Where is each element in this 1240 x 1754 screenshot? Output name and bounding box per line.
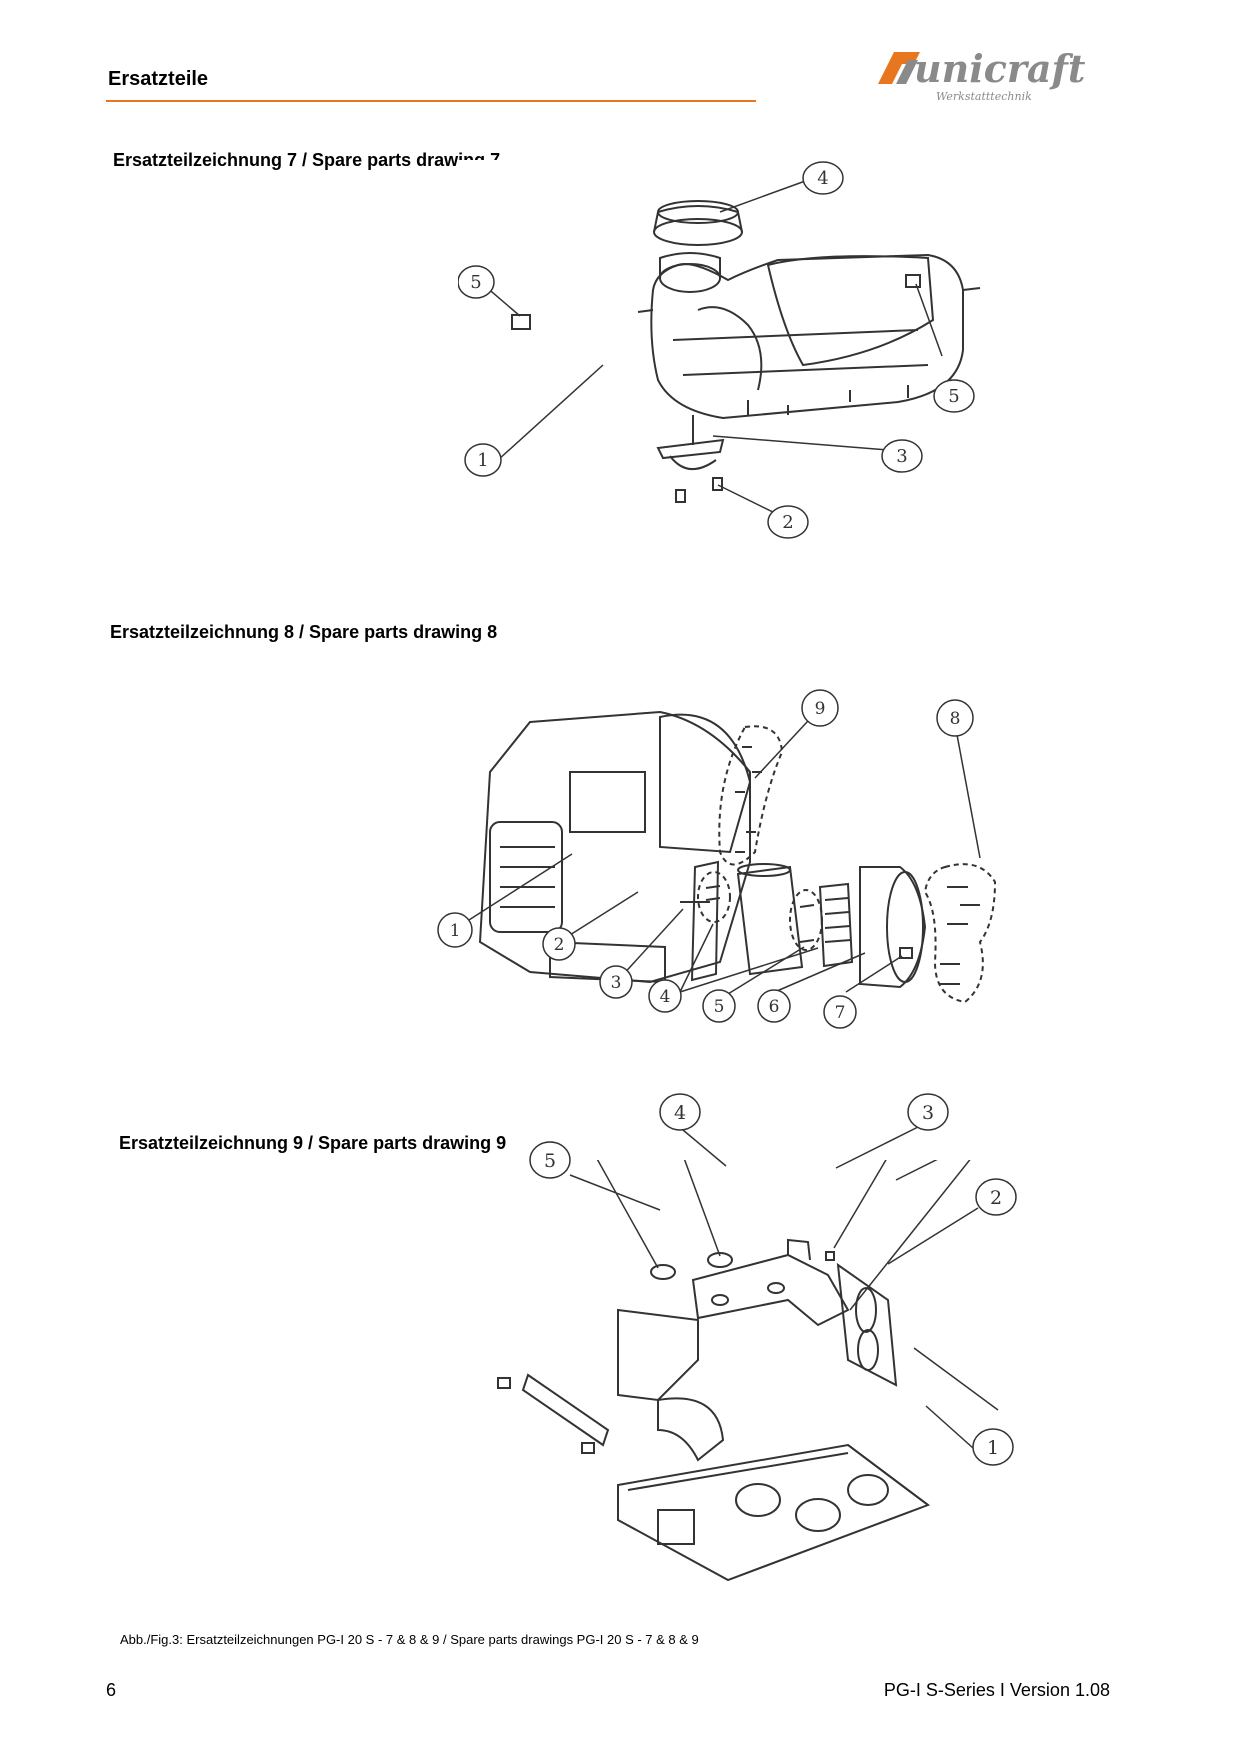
callout-label: 5	[470, 272, 481, 293]
callout-label: 1	[477, 450, 488, 471]
logo-wordmark: unicraft	[914, 46, 1086, 91]
callout-label: 5	[948, 386, 959, 407]
callout-label: 9	[815, 699, 826, 719]
callout-label: 1	[987, 1437, 999, 1459]
figure-caption: Abb./Fig.3: Ersatzteilzeichnungen PG-I 2…	[120, 1632, 699, 1647]
callout-label: 2	[990, 1187, 1002, 1209]
page-number: 6	[106, 1680, 117, 1700]
spare-parts-drawing-9	[458, 1160, 1118, 1620]
drawing-9-callouts: 4 3 5 2 1	[529, 1093, 1017, 1466]
section-title-drawing-8: Ersatzteilzeichnung 8 / Spare parts draw…	[110, 622, 498, 642]
page-header-title: Ersatzteile	[108, 68, 209, 90]
callout-label: 2	[554, 935, 565, 955]
callout-label: 8	[950, 709, 961, 729]
callout-label: 2	[782, 512, 793, 533]
callout-label: 7	[835, 1003, 846, 1023]
callout-label: 1	[450, 921, 461, 941]
document-version: PG-I S-Series I Version 1.08	[883, 1680, 1110, 1700]
header-divider	[106, 100, 756, 102]
section-title-drawing-7: Ersatzteilzeichnung 7 / Spare parts draw…	[113, 150, 501, 170]
spare-parts-drawing-7: 4 5 5 1 3 2	[458, 160, 1108, 600]
section-title-drawing-9: Ersatzteilzeichnung 9 / Spare parts draw…	[119, 1133, 507, 1153]
callout-label: 5	[714, 997, 725, 1017]
logo-tagline: Werkstatttechnik	[936, 90, 1032, 103]
callout-label: 5	[544, 1150, 556, 1172]
callout-label: 3	[922, 1102, 934, 1124]
callout-label: 6	[769, 997, 780, 1017]
unicraft-logo: unicraft Werkstatttechnik	[878, 46, 1086, 103]
spare-parts-drawing-8: 9 8 1 2 3 4 5 6 7	[420, 662, 1110, 1118]
callout-label: 4	[660, 987, 671, 1007]
callout-label: 3	[896, 446, 907, 467]
callout-label: 3	[611, 973, 622, 993]
callout-label: 4	[817, 168, 828, 189]
callout-label: 4	[674, 1102, 686, 1124]
